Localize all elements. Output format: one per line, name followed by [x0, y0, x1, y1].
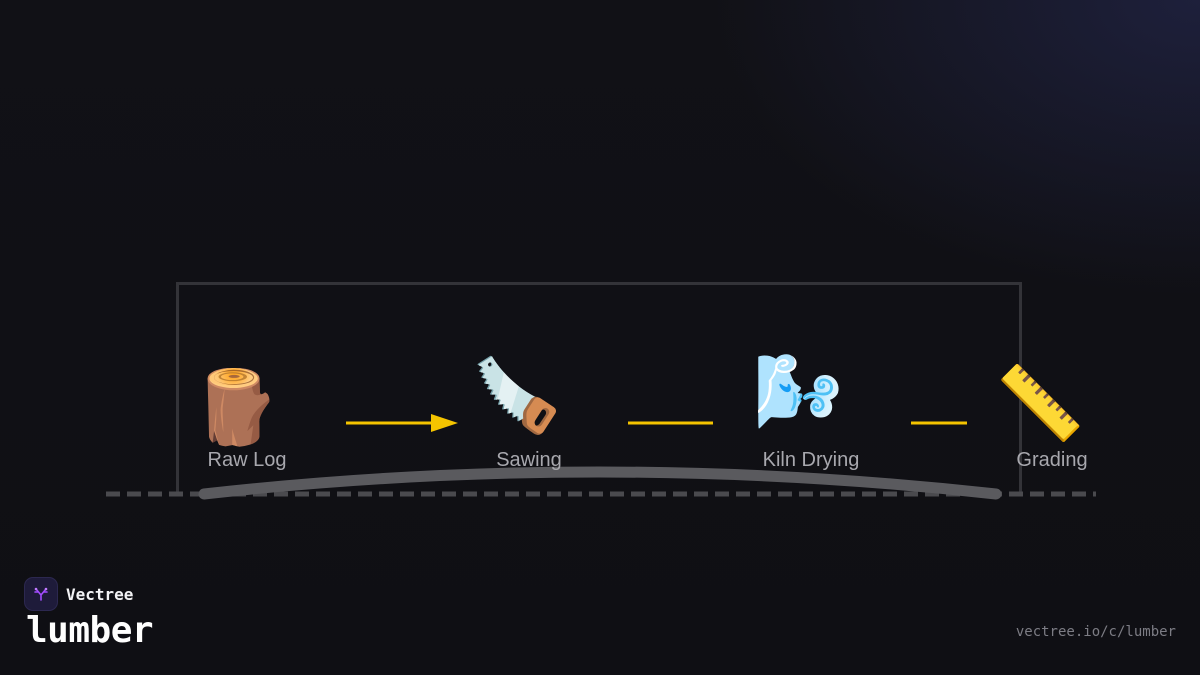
process-frame	[176, 282, 1022, 494]
step-label-kiln-drying: Kiln Drying	[763, 449, 860, 471]
step-label-raw-log: Raw Log	[208, 449, 287, 471]
step-sawing: 🪚 Sawing	[472, 353, 562, 471]
step-kiln-drying: 🌬️ Kiln Drying	[753, 349, 859, 471]
carpentry-saw-icon: 🪚	[472, 353, 562, 438]
brand: Vectree	[24, 577, 133, 611]
page-url[interactable]: vectree.io/c/lumber	[1015, 624, 1176, 640]
page-title: lumber	[26, 610, 154, 651]
step-label-grading: Grading	[1016, 449, 1087, 471]
step-label-sawing: Sawing	[496, 449, 562, 471]
step-grading: 📏 Grading	[995, 361, 1087, 471]
tree-branch-icon	[34, 587, 48, 601]
brand-name: Vectree	[66, 584, 134, 604]
arrowhead-icon	[431, 414, 458, 432]
step-raw-log: 🪵 Raw Log	[191, 365, 286, 471]
connector-raw-log-to-sawing	[346, 414, 458, 432]
wood-log-icon: 🪵	[191, 365, 281, 449]
ruler-icon: 📏	[995, 361, 1085, 445]
vectree-logo-icon	[24, 577, 58, 611]
process-arc	[198, 466, 1002, 500]
wind-face-icon: 🌬️	[753, 349, 843, 433]
